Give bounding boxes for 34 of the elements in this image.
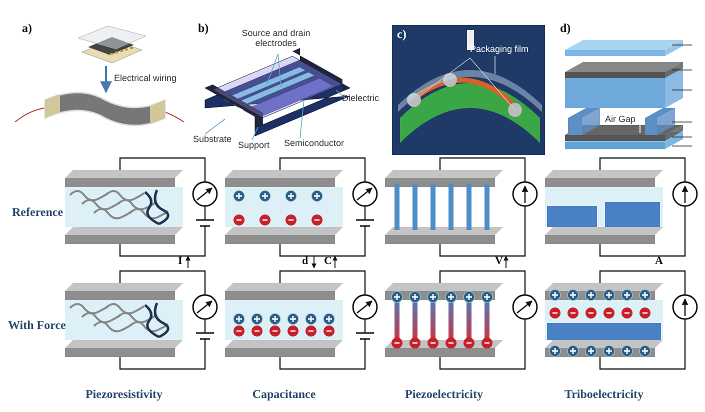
arrow [100, 66, 112, 94]
quantity-symbol: V [495, 255, 503, 268]
part-label: Support [238, 140, 270, 150]
row-label: Reference [12, 206, 64, 220]
sensor-stack-drawing [78, 26, 146, 64]
row-label: With Force [8, 319, 66, 333]
leader-line [336, 90, 346, 98]
quantity-symbol: I [178, 255, 182, 268]
edge-label: Electrical wiring [114, 73, 177, 84]
panel-letter: d) [560, 22, 571, 36]
packaging-film-layer [398, 70, 542, 112]
leader-line [278, 54, 282, 88]
support-block [204, 84, 263, 128]
flexible-sensor-drawing [14, 92, 184, 126]
leader-line [266, 54, 278, 84]
leader-line [300, 100, 304, 138]
leader-line [204, 118, 226, 134]
leader-line [252, 126, 258, 140]
part-label: Semiconductor [284, 138, 344, 148]
quantity-symbol: A [655, 255, 663, 268]
column-caption: Piezoresistivity [85, 388, 163, 402]
panel-letter: a) [22, 22, 32, 36]
part-label: Dielectric [342, 93, 380, 104]
column-caption: Triboelectricity [564, 388, 644, 402]
column-caption: Piezoelectricity [405, 388, 483, 402]
quantity-symbol: d [302, 255, 308, 268]
panel-letter: c) [397, 28, 406, 42]
gap-label: Air Gap [605, 114, 636, 124]
panel-letter: b) [198, 22, 209, 36]
leader-line [494, 56, 496, 74]
part-label: Source and drain electrodes [234, 28, 318, 49]
part-label: Substrate [193, 134, 232, 144]
column-caption: Capacitance [252, 388, 316, 402]
quantity-symbol: C [324, 255, 332, 268]
